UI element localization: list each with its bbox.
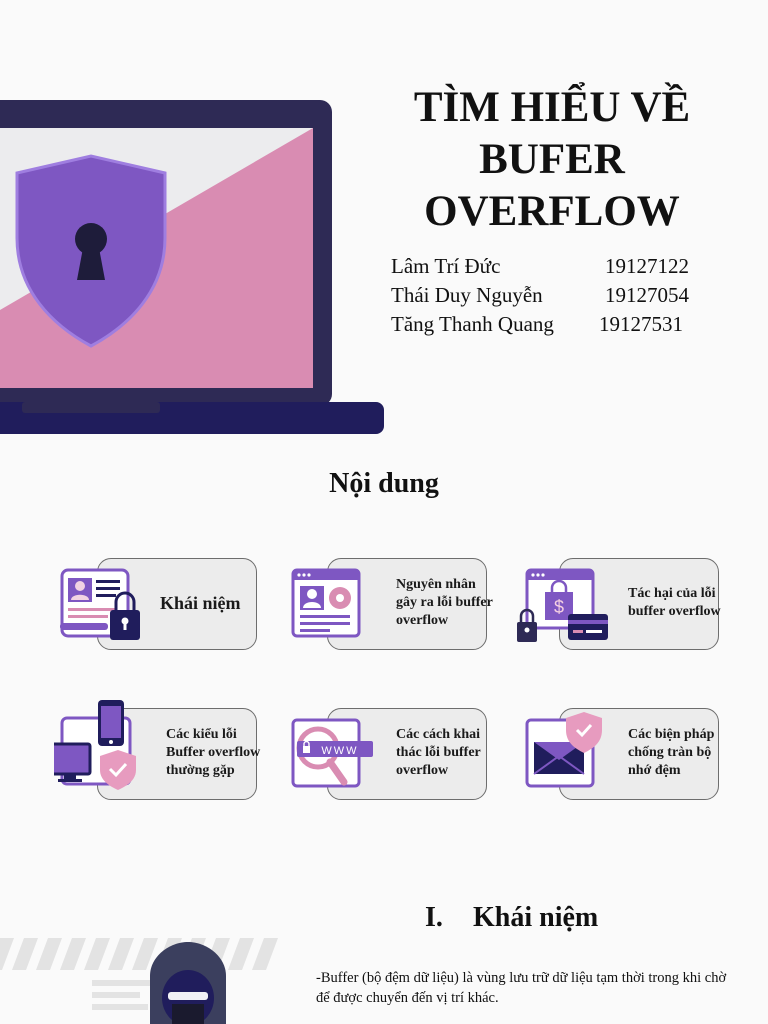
author-row: Thái Duy Nguyễn 19127054 xyxy=(391,281,711,310)
card-label: Khái niệm xyxy=(160,593,241,613)
svg-text:$: $ xyxy=(554,597,564,617)
title-line-1: TÌM HIỂU VỀ xyxy=(413,84,691,131)
contents-heading: Nội dung xyxy=(329,468,439,499)
card-label: Các cách khai thác lỗi buffer overflow xyxy=(396,727,481,778)
title-line-2: BUFER xyxy=(479,136,625,183)
shopping-card-icon: $ xyxy=(517,568,608,642)
laptop-shield-illustration xyxy=(0,100,384,434)
www-search-icon: WWW xyxy=(291,718,373,788)
author-name: Lâm Trí Đức xyxy=(391,254,501,278)
card-label: Các biện pháp chống tràn bộ nhớ đệm xyxy=(628,727,715,778)
hooded-hacker-icon xyxy=(150,942,226,1024)
toc-card-prevention[interactable]: Các biện pháp chống tràn bộ nhớ đệm xyxy=(516,698,731,808)
document-title: TÌM HIỂU VỀ BUFER OVERFLOW xyxy=(384,82,720,238)
section-title: Khái niệm xyxy=(473,902,599,933)
toc-card-exploits[interactable]: WWW Các cách khai thác lỗi buffer overfl… xyxy=(284,698,499,808)
author-id: 19127122 xyxy=(605,254,689,278)
author-id: 19127531 xyxy=(599,312,683,336)
toc-card-concept[interactable]: Khái niệm xyxy=(54,548,269,658)
toc-card-harms[interactable]: $ Tác hại của lỗi buffer overflow xyxy=(516,548,731,658)
mail-shield-icon xyxy=(525,712,602,788)
devices-shield-icon xyxy=(54,700,136,790)
card-label: Tác hại của lỗi buffer overflow xyxy=(628,586,721,619)
card-label: Các kiểu lỗi Buffer overflow thường gặp xyxy=(166,727,261,778)
svg-text:WWW: WWW xyxy=(321,745,358,757)
concept-paragraph: -Buffer (bộ đệm dữ liệu) là vùng lưu trữ… xyxy=(316,970,727,1006)
profile-lock-icon xyxy=(60,568,140,640)
author-list: Lâm Trí Đức 19127122 Thái Duy Nguyễn 191… xyxy=(391,252,711,339)
title-line-3: OVERFLOW xyxy=(424,188,680,235)
section-heading: I. Khái niệm xyxy=(425,898,598,938)
author-name: Tăng Thanh Quang xyxy=(391,312,554,336)
author-row: Lâm Trí Đức 19127122 xyxy=(391,252,711,281)
card-label: Nguyên nhân gây ra lỗi buffer overflow xyxy=(396,577,493,628)
section-number: I. xyxy=(425,902,443,933)
author-id: 19127054 xyxy=(605,283,689,307)
toc-card-causes[interactable]: Nguyên nhân gây ra lỗi buffer overflow xyxy=(284,548,499,658)
shield-lock-icon xyxy=(15,154,167,348)
settings-profile-icon xyxy=(291,568,361,638)
toc-card-types[interactable]: Các kiểu lỗi Buffer overflow thường gặp xyxy=(54,698,269,808)
hacker-illustration xyxy=(0,938,278,1024)
author-row: Tăng Thanh Quang 19127531 xyxy=(391,310,711,339)
author-name: Thái Duy Nguyễn xyxy=(391,283,543,307)
